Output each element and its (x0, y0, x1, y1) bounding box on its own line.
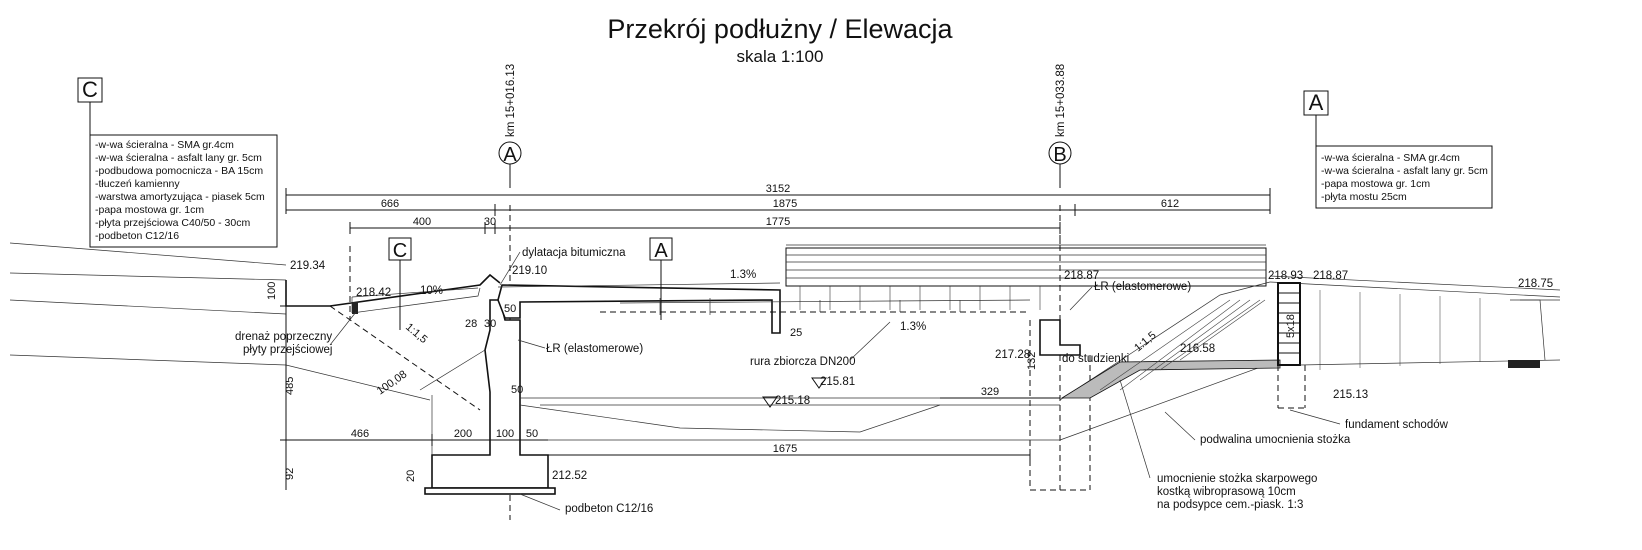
dim-1875: 1875 (773, 198, 797, 210)
stairs: 5x18 (1277, 282, 1561, 409)
layer-left-1: -w-wa ścieralna - SMA gr.4cm (95, 139, 234, 151)
elev-218-87b: 218.87 (1313, 270, 1348, 282)
dim-400: 400 (413, 216, 431, 228)
layer-left-5: -warstwa amortyzująca - piasek 5cm (95, 191, 265, 203)
svg-text:A: A (654, 240, 668, 262)
elev-215-18: 215.18 (775, 395, 810, 407)
dim-485: 485 (284, 377, 296, 395)
dimension-chains-top: 3152 666 1875 612 400 30 1775 (285, 183, 1271, 250)
dim-100-bot: 100 (496, 428, 514, 440)
dim-100-08: 100,08 (375, 368, 409, 397)
dim-329: 329 (981, 386, 999, 398)
layers-box-right: -w-wa ścieralna - SMA gr.4cm -w-wa ścier… (1315, 145, 1493, 209)
dim-92: 92 (284, 468, 296, 480)
section-marker-c-top: C (77, 77, 103, 135)
layer-left-7: -płyta przejściowa C40/50 - 30cm (95, 217, 250, 229)
dim-200: 200 (454, 428, 472, 440)
dim-50-bot: 50 (526, 428, 538, 440)
slope-1-3-a: 1.3% (730, 269, 756, 281)
layers-box-left: -w-wa ścieralna - SMA gr.4cm -w-wa ścier… (89, 134, 278, 248)
svg-text:A: A (1309, 90, 1324, 115)
dimension-chains-bottom: 466 200 100 50 1675 329 100 485 92 20 13… (266, 280, 1060, 490)
label-podbeton: podbeton C12/16 (565, 503, 653, 515)
elev-218-42: 218.42 (356, 287, 391, 299)
elev-218-93: 218.93 (1268, 270, 1303, 282)
bridge-deck (497, 282, 1031, 334)
elev-212-52: 212.52 (552, 470, 587, 482)
dim-20: 20 (405, 470, 417, 482)
layer-left-6: -papa mostowa gr. 1cm (95, 204, 204, 216)
abutment-left (329, 299, 556, 495)
bridge-railing (785, 244, 1267, 310)
layer-right-3: -papa mostowa gr. 1cm (1321, 178, 1430, 190)
layer-right-4: -płyta mostu 25cm (1321, 191, 1407, 203)
elev-219-34: 219.34 (290, 260, 326, 272)
terrain-lines (9, 242, 1561, 401)
svg-text:C: C (393, 240, 407, 262)
dim-50-top: 50 (504, 303, 516, 315)
label-umocnienie-1: umocnienie stożka skarpowego (1157, 473, 1317, 485)
dim-132: 132 (1026, 352, 1038, 370)
label-umocnienie-3: na podsypce cem.-piask. 1:3 (1157, 499, 1303, 511)
dim-25: 25 (790, 327, 802, 339)
slope-1-3-b: 1.3% (900, 321, 926, 333)
label-podwalina: podwalina umocnienia stożka (1200, 434, 1351, 446)
elev-218-87: 218.87 (1064, 270, 1099, 282)
dim-30: 30 (484, 216, 496, 228)
layer-left-4: -tłuczeń kamienny (95, 178, 180, 190)
layer-right-1: -w-wa ścieralna - SMA gr.4cm (1321, 152, 1460, 164)
chainage-b: km 15+033.88 (1055, 64, 1067, 137)
elev-216-58: 216.58 (1180, 343, 1215, 355)
label-lr-left: ŁR (elastomerowe) (546, 343, 643, 355)
elev-217-28: 217.28 (995, 349, 1030, 361)
label-lr-right: ŁR (elastomerowe) (1094, 281, 1191, 293)
abutment-right (1029, 281, 1281, 491)
dim-466: 466 (351, 428, 369, 440)
dim-28: 28 (465, 318, 477, 330)
label-drenaz-1: drenaż poprzeczny (235, 331, 332, 343)
stairs-dim: 5x18 (1285, 314, 1297, 338)
drawing-title: Przekrój podłużny / Elewacja (607, 14, 953, 44)
elev-218-75: 218.75 (1518, 278, 1553, 290)
svg-text:A: A (503, 144, 517, 166)
label-studzienki: do studzienki (1062, 353, 1129, 365)
label-rura: rura zbiorcza DN200 (750, 356, 855, 368)
slope-right: 1:1,5 (1132, 329, 1158, 354)
dim-666: 666 (381, 198, 399, 210)
dim-total: 3152 (766, 183, 790, 195)
layer-left-2: -w-wa ścieralna - asfalt lany gr. 5cm (95, 152, 262, 164)
label-fundament: fundament schodów (1345, 419, 1449, 431)
dim-1675: 1675 (773, 443, 797, 455)
svg-text:C: C (82, 77, 98, 102)
elev-215-13: 215.13 (1333, 389, 1368, 401)
section-marker-a-top: A (1303, 90, 1329, 146)
section-marker-c-mid: C (388, 237, 412, 330)
slope-10: 10% (420, 285, 443, 297)
elev-215-81: 215.81 (820, 376, 855, 388)
label-drenaz-2: płyty przejściowej (243, 344, 332, 356)
dim-612: 612 (1161, 198, 1179, 210)
label-dylatacja: dylatacja bitumiczna (522, 247, 626, 259)
elevation-labels: 219.34 218.42 219.10 218.87 218.93 218.8… (290, 260, 1553, 482)
label-umocnienie-2: kostką wibroprasową 10cm (1157, 486, 1296, 498)
svg-text:B: B (1053, 144, 1066, 166)
dim-1775: 1775 (766, 216, 790, 228)
dim-100-left: 100 (266, 282, 278, 300)
section-marker-a-mid: A (649, 237, 673, 320)
drawing-scale: skala 1:100 (737, 47, 824, 66)
dim-30b: 30 (484, 318, 496, 330)
dim-50-mid: 50 (511, 384, 523, 396)
elev-219-10: 219.10 (512, 265, 547, 277)
layer-left-8: -podbeton C12/16 (95, 230, 179, 242)
annotations: 10% 1.3% 1.3% dylatacja bitumiczna drena… (235, 247, 1449, 515)
chainage-a: km 15+016.13 (505, 64, 517, 137)
layer-left-3: -podbudowa pomocnicza - BA 15cm (95, 165, 263, 177)
layer-right-2: -w-wa ścieralna - asfalt lany gr. 5cm (1321, 165, 1488, 177)
slope-left: 1:1,5 (403, 321, 429, 346)
